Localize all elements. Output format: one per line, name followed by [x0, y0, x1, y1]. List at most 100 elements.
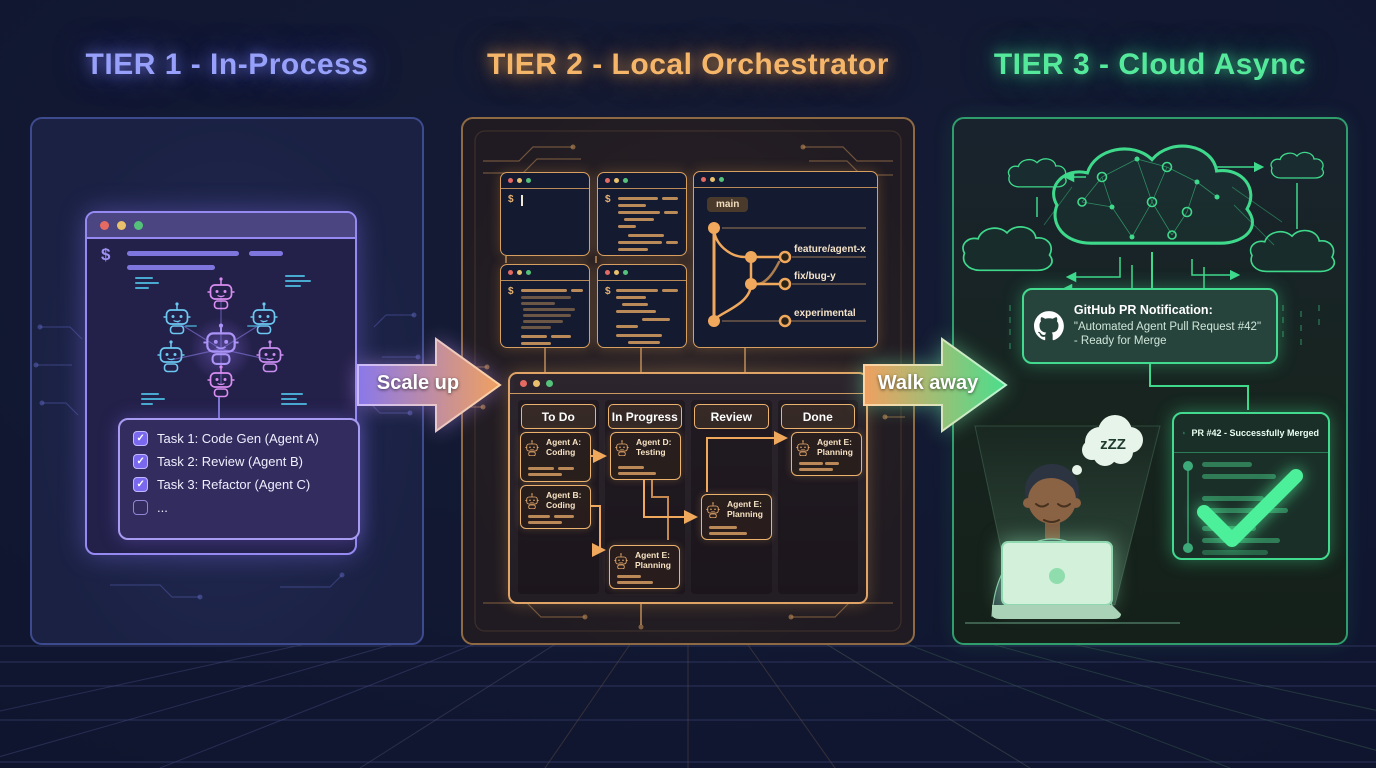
window-titlebar	[694, 172, 877, 188]
text-line	[249, 251, 283, 256]
kanban-card-label: Agent B: Coding	[546, 490, 582, 511]
tier1-title: TIER 1 - In-Process	[85, 48, 369, 81]
branch-label: fix/bug-y	[794, 271, 836, 282]
task-label: Task 2: Review (Agent B)	[157, 454, 303, 469]
github-pr-notification[interactable]: GitHub PR Notification: "Automated Agent…	[1022, 288, 1278, 364]
main-branch-chip[interactable]: main	[707, 197, 749, 212]
small-cloud-icon	[1007, 158, 1067, 188]
tier3-title: TIER 3 - Cloud Async	[993, 48, 1307, 81]
kanban-card[interactable]: Agent B: Coding	[520, 485, 591, 529]
traffic-light-red-icon[interactable]	[605, 178, 610, 183]
tier2-title: TIER 2 - Local Orchestrator	[487, 48, 889, 81]
window-titlebar	[501, 265, 589, 281]
traffic-light-red-icon[interactable]	[508, 178, 513, 183]
window-titlebar	[598, 173, 686, 189]
github-octocat-icon	[1034, 311, 1064, 341]
terminal-window-1: $	[500, 172, 590, 256]
kanban-card[interactable]: Agent D: Testing	[610, 432, 681, 480]
terminal-prompt: $	[508, 286, 514, 297]
text-line	[127, 251, 239, 256]
checkbox-unchecked-icon[interactable]	[133, 500, 148, 515]
task-row: Task 1: Code Gen (Agent A)	[120, 427, 358, 450]
kanban-card[interactable]: Agent E: Planning	[609, 545, 680, 589]
walk-away-label: Walk away	[877, 372, 979, 394]
laptop-base	[992, 605, 1121, 619]
traffic-light-red-icon[interactable]	[701, 177, 706, 182]
kanban-card-label: Agent A: Coding	[546, 437, 582, 458]
checkbox-checked-icon[interactable]	[133, 431, 148, 446]
traffic-light-yellow-icon[interactable]	[117, 220, 126, 230]
task-row: ...	[120, 496, 358, 519]
traffic-light-red-icon[interactable]	[508, 270, 513, 275]
kanban-flow-arrows-graphic	[591, 431, 788, 557]
kanban-card[interactable]: Agent A: Coding	[520, 432, 591, 482]
hub-to-checklist-connector	[218, 397, 220, 418]
traffic-light-yellow-icon[interactable]	[614, 270, 619, 275]
agent-robot-icon	[162, 301, 192, 335]
traffic-light-yellow-icon[interactable]	[710, 177, 715, 182]
laptop-logo-icon	[1049, 568, 1065, 584]
kanban-column-review: Review	[691, 400, 772, 594]
window-titlebar	[598, 265, 686, 281]
task-row: Task 3: Refactor (Agent C)	[120, 473, 358, 496]
column-header: Done	[780, 404, 855, 429]
branch-label: experimental	[794, 308, 856, 319]
traffic-light-green-icon[interactable]	[623, 270, 628, 275]
traffic-light-yellow-icon[interactable]	[517, 178, 522, 183]
traffic-light-yellow-icon[interactable]	[533, 380, 540, 387]
pr-card-header: PR #42 - Successfully Merged	[1174, 414, 1328, 453]
branch-label: feature/agent-x	[794, 244, 866, 255]
task-row: Task 2: Review (Agent B)	[120, 450, 358, 473]
column-header: To Do	[521, 404, 596, 429]
kanban-board-window: To Do In Progress Review Done Agent A: C…	[508, 372, 868, 604]
checkmark-icon	[1197, 469, 1303, 547]
traffic-light-green-icon[interactable]	[546, 380, 553, 387]
pr-card-title: PR #42 - Successfully Merged	[1191, 428, 1319, 438]
git-pull-request-icon	[1183, 431, 1186, 435]
kanban-card-label: Agent E: Planning	[727, 499, 763, 520]
notification-body: "Automated Agent Pull Request #42" - Rea…	[1073, 320, 1262, 348]
traffic-light-yellow-icon[interactable]	[517, 270, 522, 275]
traffic-light-green-icon[interactable]	[526, 178, 531, 183]
kanban-card-label: Agent D: Testing	[636, 437, 672, 458]
notification-title: GitHub PR Notification:	[1073, 303, 1213, 318]
scale-up-arrow-icon	[357, 337, 502, 433]
walk-away-arrow-icon	[863, 337, 1008, 433]
sleeping-developer-graphic: zZZ	[965, 415, 1180, 624]
sleep-text: zZZ	[1100, 436, 1126, 453]
task-label: Task 3: Refactor (Agent C)	[157, 477, 311, 492]
scale-up-label: Scale up	[376, 372, 460, 394]
kanban-card[interactable]: Agent E: Planning	[701, 494, 772, 540]
traffic-light-red-icon[interactable]	[100, 220, 109, 230]
traffic-light-red-icon[interactable]	[520, 380, 527, 387]
merged-pr-card[interactable]: PR #42 - Successfully Merged	[1172, 412, 1330, 560]
small-cloud-icon	[962, 226, 1053, 272]
terminal-window-3: $	[500, 264, 590, 348]
kanban-card-label: Agent E: Planning	[817, 437, 853, 458]
traffic-light-red-icon[interactable]	[605, 270, 610, 275]
traffic-light-green-icon[interactable]	[134, 220, 143, 230]
traffic-light-green-icon[interactable]	[719, 177, 724, 182]
checkbox-checked-icon[interactable]	[133, 477, 148, 492]
closed-eyes-icon	[1035, 503, 1071, 508]
window-titlebar	[501, 173, 589, 189]
floor-grid-graphic	[0, 640, 1376, 768]
kanban-card[interactable]: Agent E: Planning	[791, 432, 862, 476]
traffic-light-yellow-icon[interactable]	[614, 178, 619, 183]
central-cloud-icon	[1052, 144, 1254, 245]
kanban-card-label: Agent E: Planning	[635, 550, 671, 571]
traffic-light-green-icon[interactable]	[526, 270, 531, 275]
agent-robot-icon	[156, 339, 186, 373]
window-titlebar	[87, 213, 355, 239]
task-checklist: Task 1: Code Gen (Agent A) Task 2: Revie…	[118, 418, 360, 540]
small-cloud-icon	[1249, 229, 1336, 273]
checkbox-checked-icon[interactable]	[133, 454, 148, 469]
sleep-thought-bubble: zZZ	[1065, 415, 1143, 482]
face	[1028, 476, 1076, 524]
agent-network-graphic	[135, 275, 311, 405]
git-graph: feature/agent-x fix/bug-y experimental	[708, 222, 866, 328]
traffic-light-green-icon[interactable]	[623, 178, 628, 183]
agent-robot-icon	[249, 301, 279, 335]
terminal-prompt: $	[101, 245, 111, 264]
pr-diff-summary-graphic	[1183, 461, 1303, 555]
